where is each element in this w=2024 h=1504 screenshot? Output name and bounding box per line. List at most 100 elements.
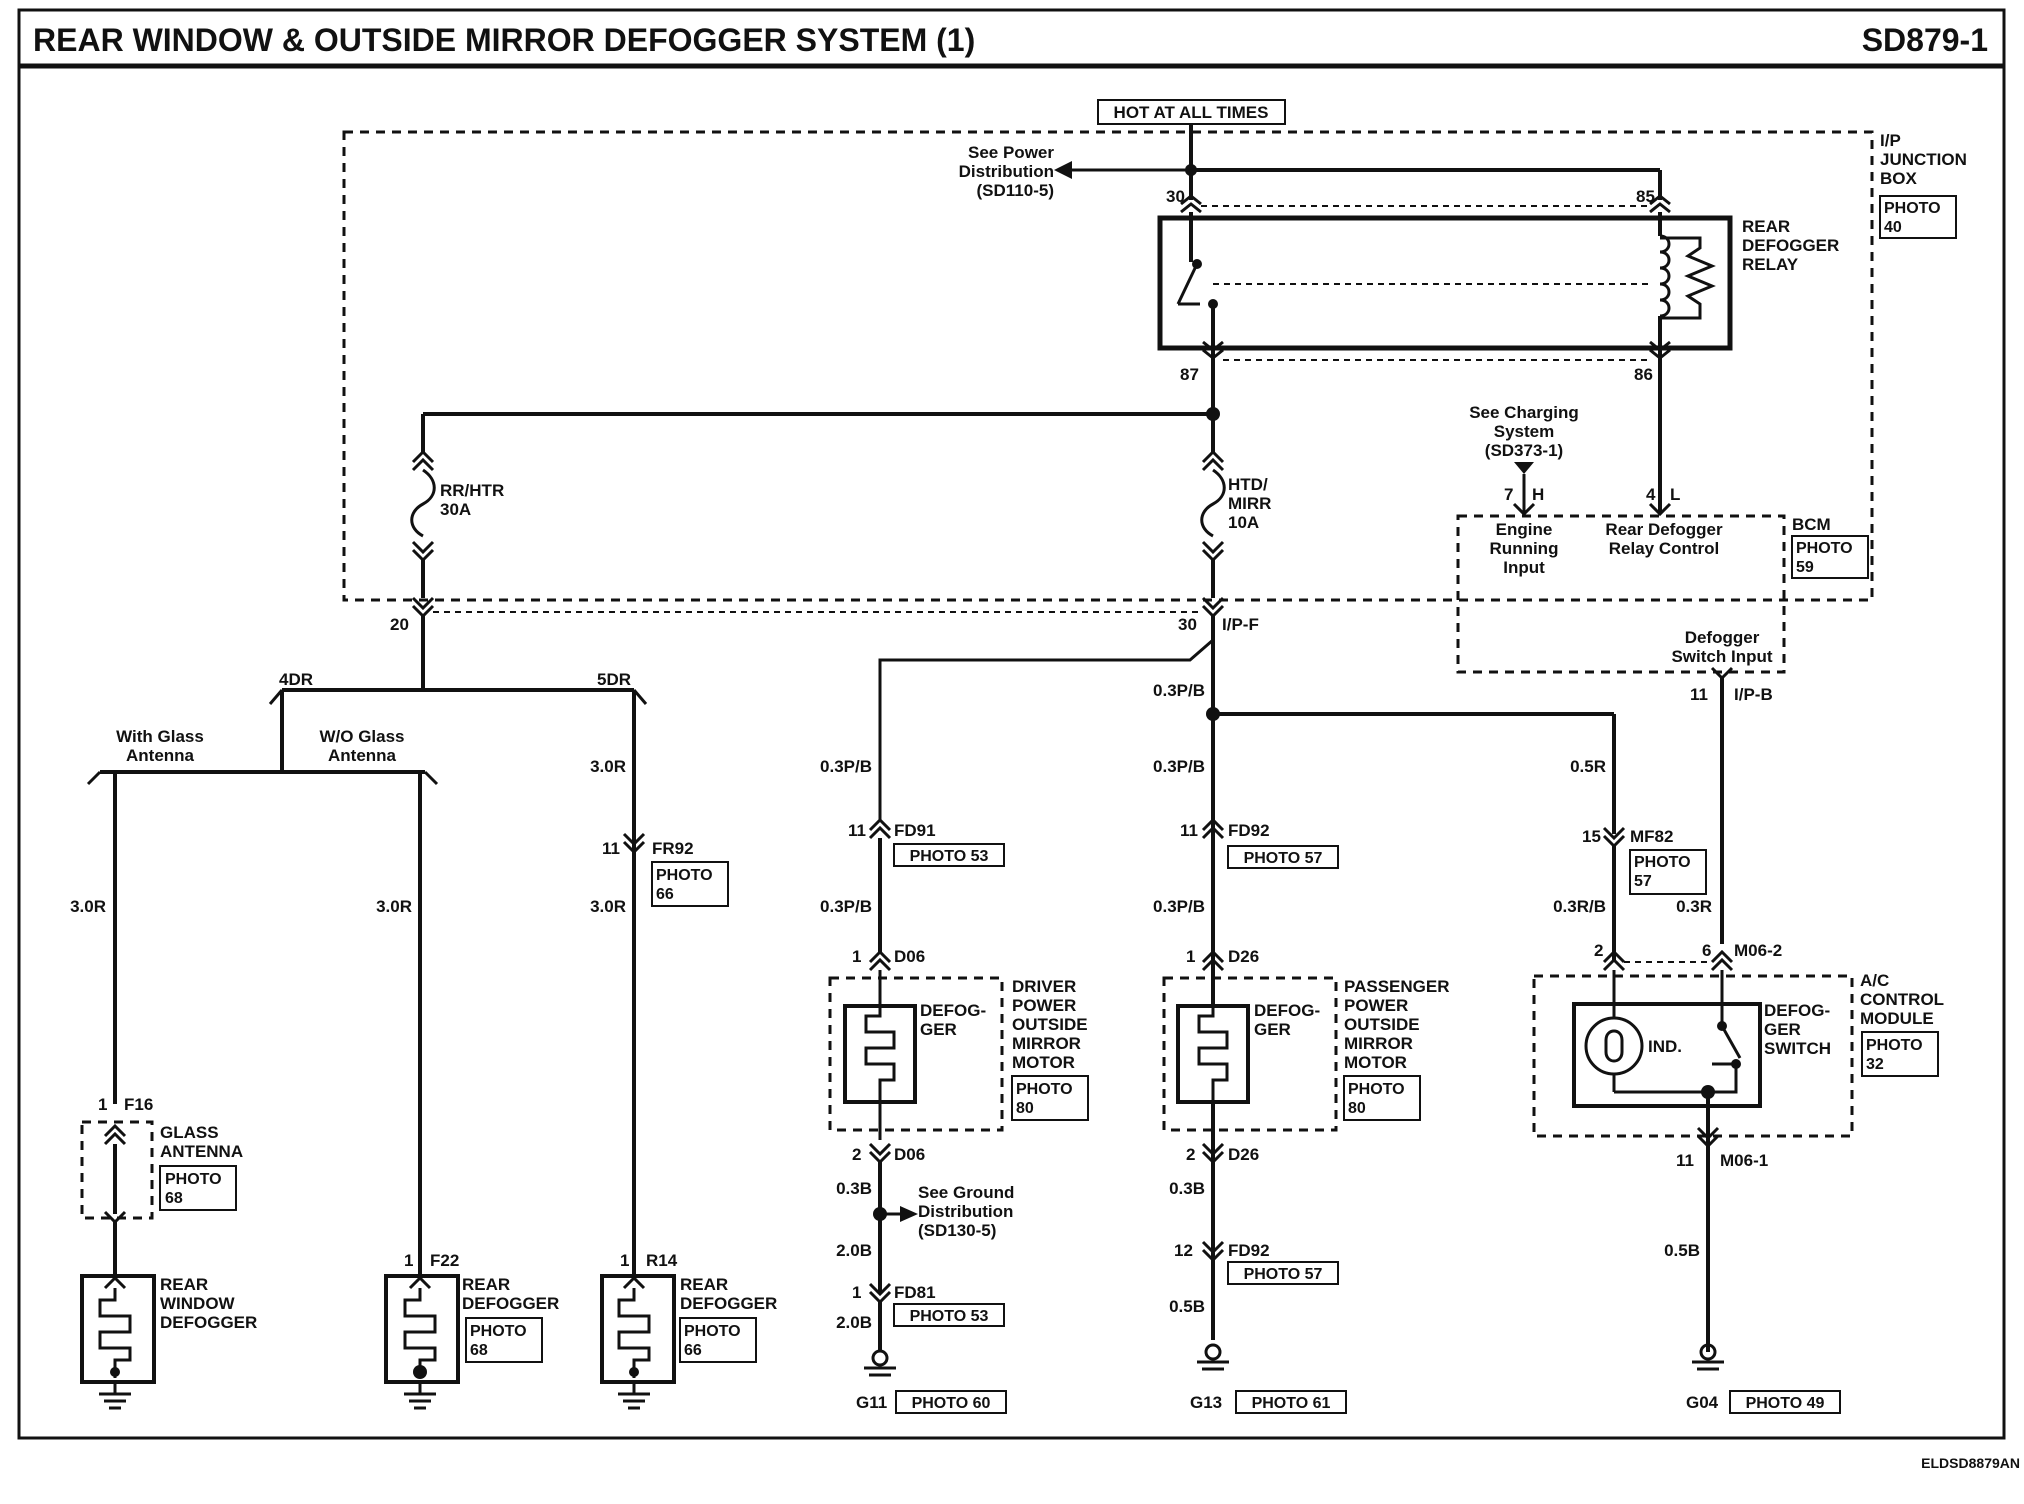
ac-module-photo-box	[1861, 1031, 1939, 1077]
g13-photo: PHOTO 61	[1252, 1395, 1331, 1412]
htd-connector-bottom	[1201, 540, 1225, 563]
jbox-l2: JUNCTION	[1880, 150, 1967, 169]
m06-1-connector	[1696, 1126, 1720, 1149]
bcm-switch-input-l1: Defogger	[1685, 628, 1760, 647]
g04-ground-eye	[1699, 1343, 1717, 1361]
f16-pin: 1	[98, 1095, 107, 1114]
d26-pin1: 1	[1186, 947, 1195, 966]
driver-motor-l3: OUTSIDE	[1012, 1015, 1088, 1034]
relay-l1: REAR	[1742, 217, 1790, 236]
m06-2-pin2-connector	[1602, 949, 1626, 972]
wo-glass-l2: Antenna	[328, 746, 397, 765]
mf82-photo-l2: 57	[1634, 873, 1652, 890]
pin-87-connector	[1202, 340, 1224, 360]
ipb-label: I/P-B	[1734, 685, 1773, 704]
rear-defogger-r14-grid	[617, 1288, 651, 1378]
see-ground-arrow	[900, 1206, 918, 1222]
fr92-label: FR92	[652, 839, 694, 858]
rear-def-r14-photo-box	[679, 1317, 757, 1363]
htd-l2: MIRR	[1228, 494, 1271, 513]
fd92-photo-box	[1227, 845, 1339, 869]
bcm-pin4: 4	[1646, 485, 1656, 504]
jbox-photo-box	[1879, 195, 1957, 239]
driver-motor-l2: POWER	[1012, 996, 1076, 1015]
driver-wire-20b: 2.0B	[836, 1241, 872, 1260]
rear-window-ground-dot	[110, 1367, 120, 1377]
rear-window-grid	[98, 1288, 132, 1378]
passenger-motor-l3: OUTSIDE	[1344, 1015, 1420, 1034]
see-charging-l3: (SD373-1)	[1485, 441, 1563, 460]
r14-connector	[622, 1275, 646, 1290]
ac-module-photo-l2: 32	[1866, 1056, 1884, 1073]
rear-def-r14-photo-l1: PHOTO	[684, 1323, 741, 1340]
htd-fuse	[1200, 468, 1226, 538]
with-glass-l2: Antenna	[126, 746, 195, 765]
r14-label: R14	[646, 1251, 678, 1270]
passenger-mirror-box	[1162, 976, 1338, 1132]
g11-photo-box	[895, 1390, 1007, 1414]
dr4-label: 4DR	[279, 670, 313, 689]
g04-photo: PHOTO 49	[1746, 1395, 1825, 1412]
bcm-relay-ctrl-l2: Relay Control	[1609, 539, 1720, 558]
ac-wire-03r: 0.3R	[1676, 897, 1712, 916]
d26-connector-bottom	[1201, 1142, 1225, 1165]
driver-motor-l4: MIRROR	[1012, 1034, 1081, 1053]
g04-photo-box	[1729, 1390, 1841, 1414]
driver-defog-l1: DEFOG-	[920, 1001, 986, 1020]
htd-l3: 10A	[1228, 513, 1259, 532]
fd81-photo-box	[893, 1303, 1005, 1327]
g11-photo: PHOTO 60	[912, 1395, 991, 1412]
rear-defogger-f22-grid	[403, 1288, 437, 1378]
rear-window-defogger	[80, 1274, 156, 1384]
fd92b-photo-box	[1227, 1261, 1339, 1285]
driver-motor-l5: MOTOR	[1012, 1053, 1075, 1072]
see-power-l2: Distribution	[959, 162, 1054, 181]
rear-def-r14-l2: DEFOGGER	[680, 1294, 777, 1313]
fd92b-photo: PHOTO 57	[1244, 1266, 1323, 1283]
driver-motor-photo-box	[1011, 1075, 1089, 1121]
pin-30-ipf: 30	[1178, 615, 1197, 634]
g11-ground-eye	[871, 1349, 889, 1367]
pin-30: 30	[1166, 187, 1185, 206]
fr92-photo-box	[651, 861, 729, 907]
f16-connector	[103, 1123, 127, 1146]
pin-85-connector	[1649, 194, 1671, 214]
rear-defogger-r14	[600, 1274, 676, 1384]
g11-label: G11	[856, 1393, 887, 1412]
driver-motor-photo-l1: PHOTO	[1016, 1081, 1073, 1098]
rear-window-l1: REAR	[160, 1275, 208, 1294]
glass-antenna-photo-box	[159, 1165, 237, 1211]
rear-window-connector	[103, 1275, 127, 1290]
pin-86: 86	[1634, 365, 1653, 384]
r14-pin: 1	[620, 1251, 629, 1270]
bcm-pin7: 7	[1504, 485, 1513, 504]
wo-glass-l1: W/O Glass	[319, 727, 404, 746]
switch-return-wire	[1614, 1064, 1738, 1094]
bcm-pin11: 11	[1690, 685, 1708, 704]
dr5-label: 5DR	[597, 670, 631, 689]
bcm-engine-l1: Engine	[1496, 520, 1553, 539]
diagram-frame	[17, 8, 2006, 1440]
d06-pin2: 2	[852, 1145, 861, 1164]
driver-motor-photo-l2: 80	[1016, 1100, 1034, 1117]
relay-l3: RELAY	[1742, 255, 1799, 274]
passenger-motor-photo-l2: 80	[1348, 1100, 1366, 1117]
switch-blade	[1720, 1025, 1742, 1059]
driver-branch-wire	[878, 638, 1214, 820]
g04-label: G04	[1686, 1393, 1719, 1412]
driver-wire-20b2: 2.0B	[836, 1313, 872, 1332]
g13-ground-eye	[1204, 1343, 1222, 1361]
passenger-motor-l4: MIRROR	[1344, 1034, 1413, 1053]
fd92-photo: PHOTO 57	[1244, 850, 1323, 867]
m06-2-label: M06-2	[1734, 941, 1782, 960]
g13-label: G13	[1190, 1393, 1222, 1412]
jbox-photo-l2: 40	[1884, 219, 1902, 236]
f16-label: F16	[124, 1095, 153, 1114]
rear-window-l2: WINDOW	[160, 1294, 236, 1313]
rear-def-f22-photo-box	[465, 1317, 543, 1363]
ind-label: IND.	[1648, 1037, 1682, 1056]
f22-label: F22	[430, 1251, 459, 1270]
relay-switch-blade	[1176, 263, 1199, 305]
fd92b-pin: 12	[1174, 1241, 1193, 1260]
